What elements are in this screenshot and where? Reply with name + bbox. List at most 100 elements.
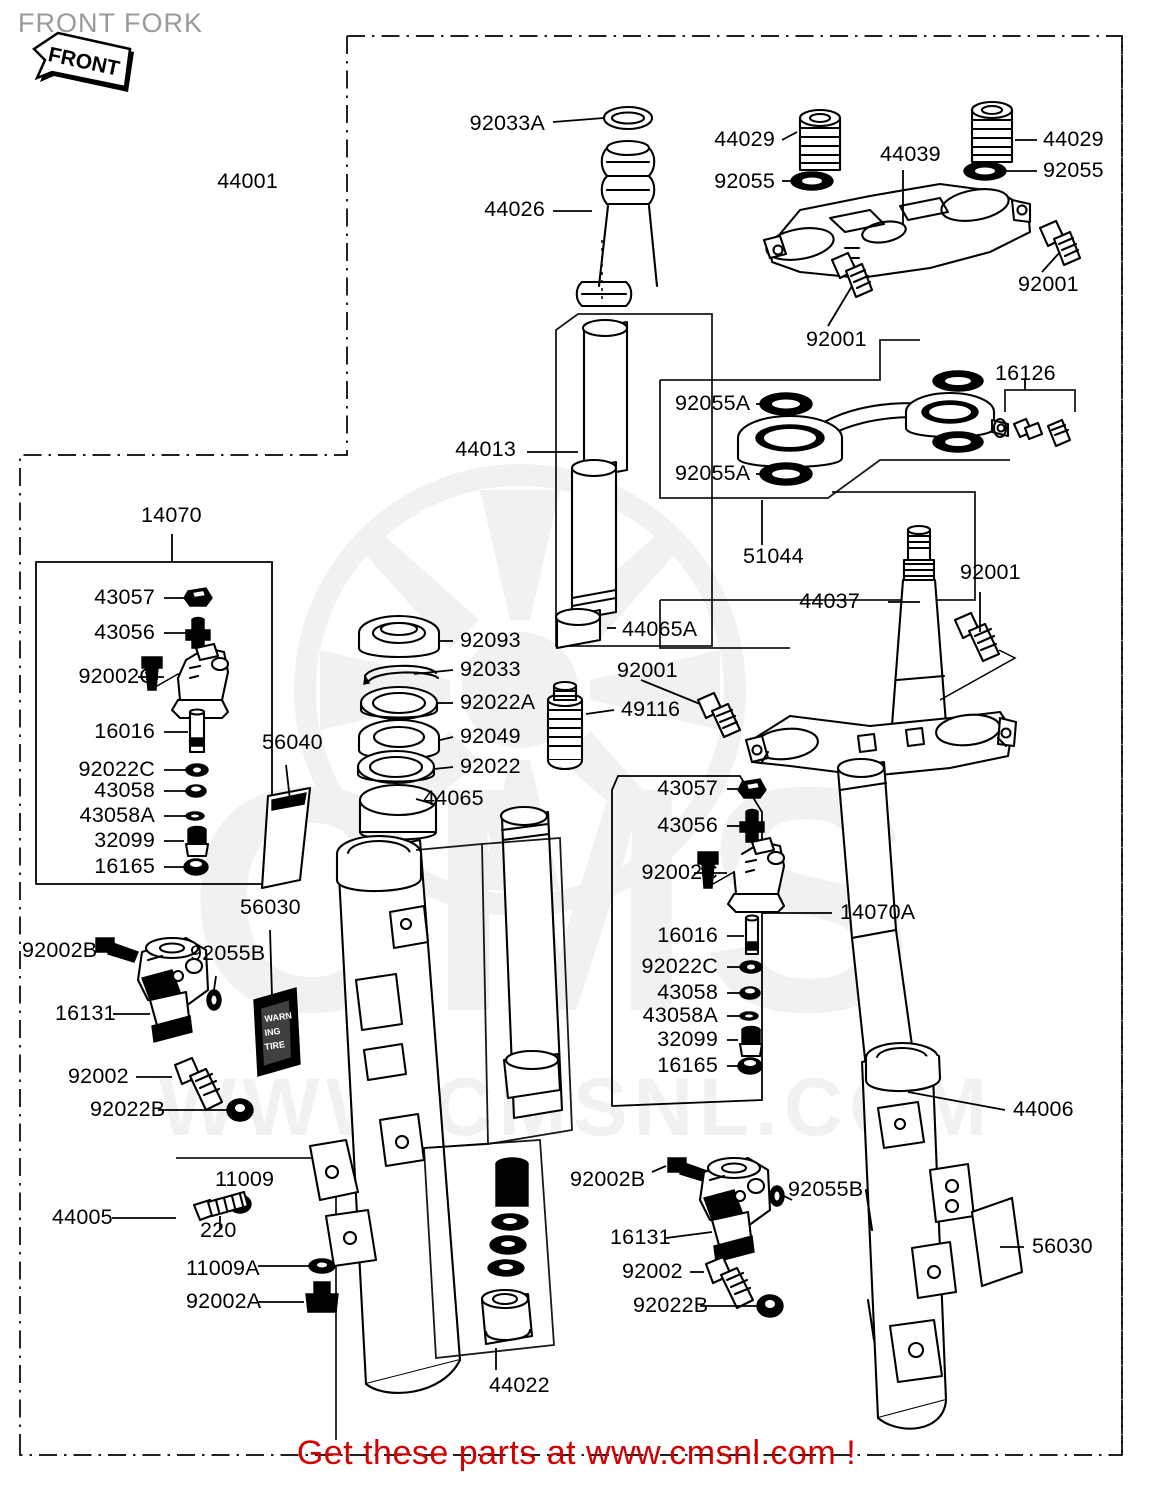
frame-16126 xyxy=(1004,389,1076,412)
part-label-damper-rod: 49116 xyxy=(621,697,681,721)
front-direction-badge: FRONT xyxy=(32,31,134,92)
part-label-fork-outer-tube-r: 44006 xyxy=(1013,1097,1074,1121)
part-44029-cap-left xyxy=(798,108,842,172)
part-label-bolt: 92002 xyxy=(622,1259,683,1283)
part-label-top-plug: 92033A xyxy=(469,111,545,135)
part-92022-washer xyxy=(356,749,436,785)
part-label-clamp-bolt: 92001 xyxy=(960,560,1021,584)
part-label-caliper-bolt: 92002B xyxy=(570,1167,646,1191)
part-label-bleed-valve: 43056 xyxy=(657,813,718,837)
part-label-brake-caliper-assy-a: 14070A xyxy=(840,900,916,924)
part-label-warning-label: 56030 xyxy=(1032,1234,1093,1258)
part-92055A-seal-3 xyxy=(932,370,984,392)
right-fork-outer-tube-body xyxy=(836,757,976,1430)
part-92001-bolt-stem xyxy=(953,611,1001,663)
part-44029-cap-right xyxy=(970,100,1014,164)
leader-92001-stem-b xyxy=(939,649,1017,701)
part-92002A-bolt xyxy=(305,1281,339,1313)
part-label-oil-seal-b: 92049 xyxy=(460,724,521,748)
part-92055B-oring-l xyxy=(206,989,222,1011)
part-lower-triple-clamp xyxy=(744,710,1018,778)
part-92022C-washer-r xyxy=(739,960,763,974)
leader-92002B-l xyxy=(95,944,104,952)
part-43058A-seal-r xyxy=(739,1011,759,1021)
bearing-race-upper xyxy=(904,391,1010,438)
part-220-drain-screw xyxy=(192,1190,250,1222)
part-label-clamp-bolt: 92001 xyxy=(617,658,678,682)
part-label-bleed-screw: 16131 xyxy=(55,1001,116,1025)
part-92022C-washer-l xyxy=(185,763,209,777)
part-label-o-ring: 92055 xyxy=(714,169,775,193)
part-label-bleed-screw: 16131 xyxy=(610,1225,671,1249)
part-label-fork-cap: 44029 xyxy=(714,127,775,151)
part-43058A-seal-l xyxy=(185,811,205,821)
part-92055A-seal-2 xyxy=(759,462,813,486)
part-11009A-gasket xyxy=(308,1258,336,1274)
part-label-caliper-holder: 32099 xyxy=(657,1027,718,1051)
leader-44006 xyxy=(907,1091,1006,1111)
footer-promo-text: Get these parts at www.cmsnl.com ! xyxy=(296,1434,857,1472)
leader-16131-r xyxy=(665,1231,713,1239)
part-label-fork-spring: 44026 xyxy=(484,197,545,221)
leader-56040 xyxy=(285,764,291,801)
part-92001-bolt-mid xyxy=(696,691,742,739)
part-92001-bolt-tl xyxy=(830,251,874,299)
part-label-caliper-screw: 92002C xyxy=(78,664,155,688)
part-label-caliper-washer: 92022C xyxy=(641,954,718,978)
leader-92001-mid xyxy=(640,679,701,705)
part-92022B-washer-r xyxy=(756,1294,784,1318)
part-92055-oring-right xyxy=(963,161,1007,181)
part-label-steering-seal: 92055A xyxy=(675,391,751,415)
part-label-caliper-seal-a: 43058A xyxy=(79,803,155,827)
leader-92033 xyxy=(413,669,454,675)
part-92033A-oring xyxy=(602,105,654,131)
part-label-washer: 92022 xyxy=(460,754,521,778)
part-16016-pin-r xyxy=(744,914,760,956)
part-label-caliper-seal: 43058 xyxy=(94,778,155,802)
part-43058-seal-l xyxy=(185,784,207,798)
leader-92022 xyxy=(433,766,454,770)
part-label-warning-label: 56030 xyxy=(240,895,301,919)
part-label-inner-tube: 44013 xyxy=(455,437,516,461)
part-44026-spring-upper xyxy=(600,139,656,206)
part-label-caliper-cover: 16165 xyxy=(94,854,155,878)
part-label-gasket: 11009 xyxy=(215,1167,275,1191)
leader-56030-l xyxy=(269,929,273,997)
part-label-caliper-washer: 92022C xyxy=(78,757,155,781)
leader-92049 xyxy=(439,736,454,741)
part-label-manual-label: 56040 xyxy=(262,730,323,754)
part-43056-valve-l xyxy=(185,616,211,649)
part-label-caliper-seal: 43058 xyxy=(657,980,718,1004)
part-label-clamp-bolt: 92001 xyxy=(1018,272,1079,296)
part-14070A-caliper-body-r xyxy=(726,836,786,914)
part-label-caliper-cap: 43057 xyxy=(657,776,718,800)
part-56040-manual-label xyxy=(260,786,312,890)
part-51044-steering-bearing xyxy=(736,391,1010,469)
part-label-caliper-holder: 32099 xyxy=(94,828,155,852)
part-92002-bolt-r xyxy=(704,1255,755,1310)
part-label-caliper-cap: 43057 xyxy=(94,585,155,609)
part-label-bleed-valve: 43056 xyxy=(94,620,155,644)
part-44039-upper-triple-clamp xyxy=(762,182,1032,280)
part-92055B-oring-r xyxy=(769,1185,785,1207)
center-slider-tube xyxy=(499,805,564,1120)
part-16131-bleed-l xyxy=(136,936,210,1043)
part-16016-pin-l xyxy=(188,708,206,754)
part-92055-oring-left xyxy=(790,171,834,191)
part-label-fork-bushing: 44065A xyxy=(622,617,698,641)
svg-text:ING: ING xyxy=(264,1026,281,1038)
part-92093-oil-seal xyxy=(357,614,441,658)
part-label-steering-seal: 92055A xyxy=(675,461,751,485)
part-56030-warning-label-r xyxy=(970,1196,1024,1288)
part-label-steering-bearing-set: 51044 xyxy=(743,544,804,568)
part-14070-caliper-body-l xyxy=(170,642,230,720)
part-label-washer-b: 92022B xyxy=(633,1293,709,1317)
part-43058-seal-r xyxy=(739,986,761,1000)
part-label-caliper-bolt: 92002B xyxy=(22,938,98,962)
page-title: FRONT FORK xyxy=(18,8,203,38)
part-label-bleed-o-ring: 92055B xyxy=(190,941,266,965)
part-label-upper-triple-clamp: 44039 xyxy=(880,142,941,166)
frame-44013 xyxy=(555,313,713,647)
spring-body-44026 xyxy=(597,204,659,288)
